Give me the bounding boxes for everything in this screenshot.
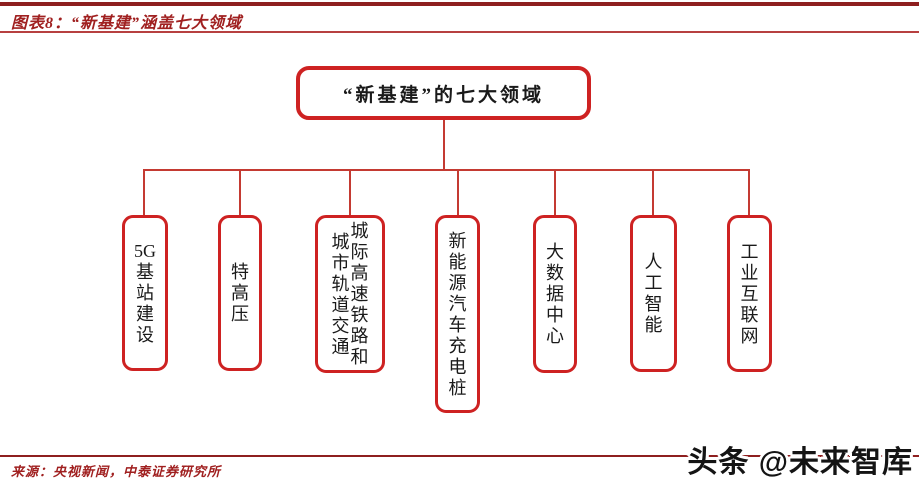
node-text-columns: 人工智能 [633, 218, 674, 369]
connector-drop-line [143, 169, 145, 216]
node-character: 城 [350, 221, 369, 241]
source-note: 来源：央视新闻，中泰证券研究所 [11, 464, 222, 479]
bottom-divider-line [0, 455, 919, 457]
node-character: 心 [546, 326, 564, 346]
node-character: 和 [350, 347, 369, 367]
node-character: 桩 [448, 377, 467, 398]
node-character: 特 [231, 262, 249, 282]
node-text-columns: 城际高速铁路和城市轨道交通 [318, 218, 382, 370]
node-character: 中 [546, 305, 564, 325]
node-character: 通 [331, 336, 350, 357]
node-text-column: 城际高速铁路和 [351, 218, 369, 370]
node-character: 交 [331, 315, 350, 336]
node-character: 工 [740, 241, 759, 262]
node-character: 新 [448, 230, 467, 251]
node-text-column: 新能源汽车充电桩 [449, 218, 467, 410]
connector-rail-line [143, 169, 750, 171]
node-character: 设 [136, 325, 154, 345]
node-text-column: 大数据中心 [546, 218, 564, 370]
node-character: 大 [546, 242, 564, 262]
node-character: 5G [134, 241, 156, 261]
node-character: 路 [350, 326, 369, 346]
node-text-columns: 新能源汽车充电桩 [438, 218, 477, 410]
node-character: 能 [644, 315, 663, 335]
connector-stem-line [443, 120, 445, 169]
title-divider-line [0, 31, 919, 33]
node-character: 数 [546, 263, 564, 283]
node-character: 能 [448, 251, 467, 272]
node-box-uhv: 特高压 [218, 215, 262, 371]
watermark-toutiao: 头条 @未来智库 [687, 446, 913, 479]
node-character: 城 [331, 231, 350, 252]
node-character: 速 [350, 284, 369, 304]
connector-drop-line [239, 169, 241, 216]
node-box-ev-charging-piles: 新能源汽车充电桩 [435, 215, 480, 413]
node-character: 互 [740, 283, 759, 304]
connector-drop-line [748, 169, 750, 216]
node-character: 网 [740, 325, 759, 346]
connector-drop-line [554, 169, 556, 216]
node-text-column: 特高压 [231, 218, 249, 368]
node-text-column: 人工智能 [645, 218, 663, 369]
connector-drop-line [349, 169, 351, 216]
node-text-column: 城市轨道交通 [332, 218, 350, 370]
node-character: 基 [136, 262, 154, 282]
node-text-columns: 特高压 [221, 218, 259, 368]
node-character: 高 [350, 263, 369, 283]
node-character: 高 [231, 283, 249, 303]
node-character: 源 [448, 272, 467, 293]
figure-title: 图表8：“新基建”涵盖七大领域 [11, 15, 243, 32]
node-character: 建 [136, 304, 154, 324]
node-character: 联 [740, 304, 759, 325]
node-character: 际 [350, 242, 369, 262]
node-character: 工 [644, 273, 663, 293]
root-node-box: “新基建”的七大领域 [296, 66, 591, 120]
node-box-big-data-centers: 大数据中心 [533, 215, 577, 373]
node-character: 道 [331, 294, 350, 315]
node-box-industrial-internet: 工业互联网 [727, 215, 772, 372]
node-character: 人 [644, 252, 663, 272]
top-divider-line [0, 2, 919, 6]
node-character: 轨 [331, 273, 350, 294]
node-box-artificial-intelligence: 人工智能 [630, 215, 677, 372]
node-character: 压 [231, 304, 249, 324]
node-text-columns: 大数据中心 [536, 218, 574, 370]
node-character: 市 [331, 252, 350, 273]
node-text-column: 工业互联网 [741, 218, 759, 369]
node-character: 据 [546, 284, 564, 304]
node-character: 车 [448, 314, 467, 335]
node-character: 汽 [448, 293, 467, 314]
node-character: 站 [136, 283, 154, 303]
node-character: 铁 [350, 305, 369, 325]
node-box-intercity-rail-transit: 城际高速铁路和城市轨道交通 [315, 215, 385, 373]
node-text-columns: 工业互联网 [730, 218, 769, 369]
connector-drop-line [457, 169, 459, 216]
connector-drop-line [652, 169, 654, 216]
node-character: 充 [448, 335, 467, 356]
node-character: 电 [448, 356, 467, 377]
node-character: 业 [740, 262, 759, 283]
node-character: 智 [644, 294, 663, 314]
